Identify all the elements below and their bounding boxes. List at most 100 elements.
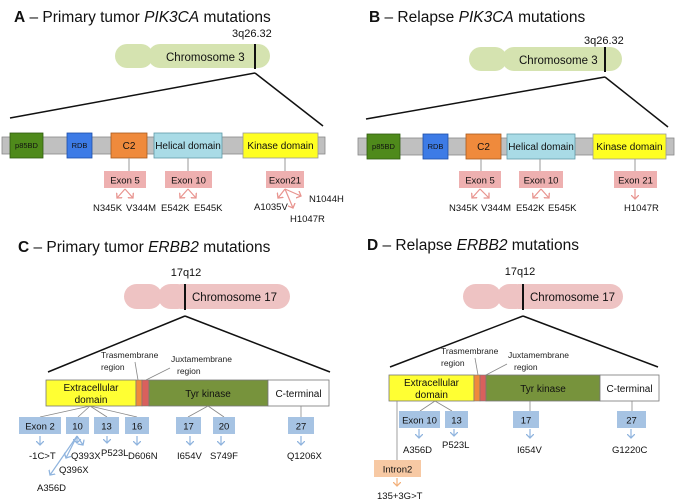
exon-label: 17 bbox=[183, 422, 194, 433]
mutation-label: A356D bbox=[403, 445, 432, 456]
panel-c: C – Primary tumor ERBB2 mutations 17q12 … bbox=[18, 239, 331, 494]
connector bbox=[89, 405, 108, 418]
mutation-label: 135+3G>T bbox=[377, 491, 423, 500]
exon-box: 13 bbox=[94, 417, 119, 434]
panel-d: D – Relapse ERBB2 mutations 17q12 Chromo… bbox=[367, 237, 660, 500]
chromosome-long-arm bbox=[502, 47, 622, 71]
domain-label: p85BD bbox=[372, 142, 396, 151]
mutation-label: A1035V bbox=[254, 202, 288, 213]
exon-box: Exon 5 bbox=[104, 171, 146, 188]
exon-box: Exon 21 bbox=[614, 171, 657, 188]
arrow-icon bbox=[284, 188, 301, 196]
chromosome-17: Chromosome 17 bbox=[463, 284, 623, 310]
panel-letter: D bbox=[367, 237, 378, 254]
exon-label: 27 bbox=[296, 422, 307, 433]
connector bbox=[77, 405, 91, 418]
chromosome-short-arm bbox=[115, 44, 153, 68]
chromosome-long-arm bbox=[148, 44, 270, 68]
panel-a-title: A – Primary tumor PIK3CA mutations bbox=[14, 9, 271, 26]
title-text: mutations bbox=[514, 9, 586, 26]
mutation-label: V344M bbox=[481, 203, 511, 214]
exon-label: 13 bbox=[451, 416, 462, 427]
chromosome-band: 3q26.32 bbox=[232, 28, 272, 40]
zoom-line-left bbox=[365, 76, 606, 120]
domain-label: p85BD bbox=[15, 141, 39, 150]
panel-d-title: D – Relapse ERBB2 mutations bbox=[367, 237, 579, 254]
connector bbox=[207, 405, 225, 418]
mutation-label: Q1206X bbox=[287, 451, 323, 462]
intron-box: Intron2 bbox=[374, 460, 421, 477]
title-text: mutations bbox=[199, 239, 271, 256]
exon-box: 13 bbox=[445, 411, 468, 428]
chromosome-long-arm bbox=[518, 284, 623, 309]
domain-label: RDB bbox=[72, 141, 88, 150]
exon-label: Exon 21 bbox=[618, 176, 653, 187]
arrow-icon bbox=[284, 188, 293, 208]
domain-label: Extracellular bbox=[404, 378, 460, 389]
mutation-label: S749F bbox=[210, 451, 238, 462]
arrow-icon bbox=[124, 188, 133, 198]
exon-label: Exon 10 bbox=[171, 176, 206, 187]
connector bbox=[419, 400, 436, 412]
exon-box: 17 bbox=[176, 417, 201, 434]
exon-box: 27 bbox=[288, 417, 314, 434]
exon-label: 10 bbox=[72, 422, 83, 433]
domain-label: domain bbox=[415, 390, 448, 401]
chromosome-band: 3q26.32 bbox=[584, 35, 624, 47]
zoom-line-left bbox=[47, 315, 186, 373]
arrow-icon bbox=[278, 188, 286, 198]
exon-box: 10 bbox=[66, 417, 89, 434]
exon-box: Exon 10 bbox=[519, 171, 563, 188]
domain-label: Tyr kinase bbox=[520, 384, 566, 395]
mutation-label: Q393X bbox=[71, 451, 101, 462]
mutation-label: E545K bbox=[548, 203, 577, 214]
zoom-line-left bbox=[389, 315, 524, 368]
domain-label: C-terminal bbox=[275, 389, 321, 400]
connector bbox=[187, 405, 209, 418]
chromosome-3: Chromosome 3 bbox=[115, 44, 270, 69]
mutation-label: Q396X bbox=[59, 465, 89, 476]
domain-tyr-kinase: Tyr kinase bbox=[485, 374, 601, 402]
domain-c2: C2 bbox=[465, 133, 502, 160]
mutation-label: I654V bbox=[177, 451, 202, 462]
domain-label: Extracellular bbox=[63, 383, 119, 394]
exon-box: Exon 5 bbox=[459, 171, 501, 188]
panel-letter: C bbox=[18, 239, 29, 256]
panel-letter: B bbox=[369, 9, 380, 26]
panel-letter: A bbox=[14, 9, 25, 26]
transmembrane-region bbox=[135, 379, 143, 407]
panel-c-title: C – Primary tumor ERBB2 mutations bbox=[18, 239, 271, 256]
domain-helical: Helical domain bbox=[153, 132, 223, 159]
chromosome-label: Chromosome 3 bbox=[166, 52, 245, 64]
chromosome-3: Chromosome 3 bbox=[469, 47, 622, 72]
domain-label: domain bbox=[75, 395, 108, 406]
title-text: mutations bbox=[199, 9, 271, 26]
leader-line bbox=[134, 361, 139, 381]
zoom-line-right bbox=[522, 315, 659, 368]
mutation-label: N345K bbox=[93, 203, 123, 214]
domain-extracellular: Extracellular domain bbox=[45, 379, 137, 407]
domain-rdb: RDB bbox=[66, 132, 93, 159]
arrow-icon bbox=[50, 435, 78, 475]
exon-label: Exon 10 bbox=[524, 176, 559, 187]
panel-b: B – Relapse PIK3CA mutations 3q26.32 Chr… bbox=[357, 9, 675, 214]
mutation-label: -1C>T bbox=[29, 451, 56, 462]
chromosome-short-arm bbox=[469, 47, 507, 71]
domain-label: Helical domain bbox=[508, 142, 574, 153]
arrow-icon bbox=[472, 188, 481, 198]
arrow-icon bbox=[540, 188, 549, 198]
chromosome-short-arm bbox=[463, 284, 501, 309]
leader-line bbox=[145, 367, 171, 381]
title-text: mutations bbox=[507, 237, 579, 254]
domain-label: Helical domain bbox=[155, 141, 221, 152]
exon-label: 16 bbox=[132, 422, 143, 433]
mutation-label: N345K bbox=[449, 203, 479, 214]
exon-label: Exon 5 bbox=[465, 176, 495, 187]
panel-b-title: B – Relapse PIK3CA mutations bbox=[369, 9, 586, 26]
exon-label: Exon 5 bbox=[110, 176, 140, 187]
mutation-label: A356D bbox=[37, 483, 66, 494]
mutation-label: E542K bbox=[161, 203, 190, 214]
arrow-icon bbox=[76, 435, 83, 445]
chromosome-label: Chromosome 3 bbox=[519, 55, 598, 67]
zoom-line-left bbox=[9, 72, 256, 119]
